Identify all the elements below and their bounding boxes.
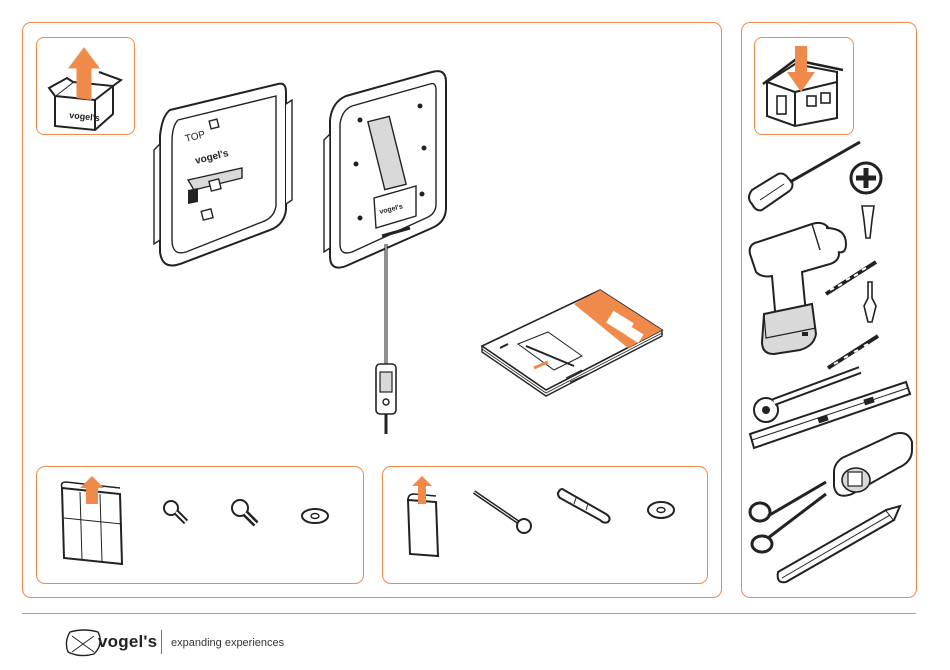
wood-screw-icon <box>470 486 540 536</box>
drill-bit-flat-icon <box>856 202 880 242</box>
parts-bag-b-icon <box>404 474 444 564</box>
washer-a-icon <box>300 507 330 527</box>
washer-b-icon <box>646 500 676 522</box>
wall-plate-left: TOP vogel's <box>150 80 300 270</box>
screw-small-a-icon <box>162 498 192 528</box>
device-plate-right: vogel's <box>320 68 460 438</box>
unpack-icon-box: vogel's <box>36 37 135 135</box>
phillips-bit-icon <box>846 158 886 198</box>
footer-separator <box>161 630 162 654</box>
parts-bag-a-icon <box>56 474 136 574</box>
pencil-icon <box>770 498 910 588</box>
brand-tagline: expanding experiences <box>171 637 284 649</box>
house-arrow-down-icon <box>755 38 855 136</box>
box-arrow-up-icon: vogel's <box>37 38 136 136</box>
stud-finder-icon <box>828 428 918 508</box>
brand-name: vogel's <box>98 632 157 652</box>
drill-bit-spade-icon <box>860 280 880 324</box>
wall-plug-icon <box>556 486 616 526</box>
footer-divider <box>22 613 916 614</box>
screw-small-b-icon <box>230 498 262 530</box>
site-icon-box <box>754 37 854 135</box>
manual-booklet-image <box>478 286 668 406</box>
